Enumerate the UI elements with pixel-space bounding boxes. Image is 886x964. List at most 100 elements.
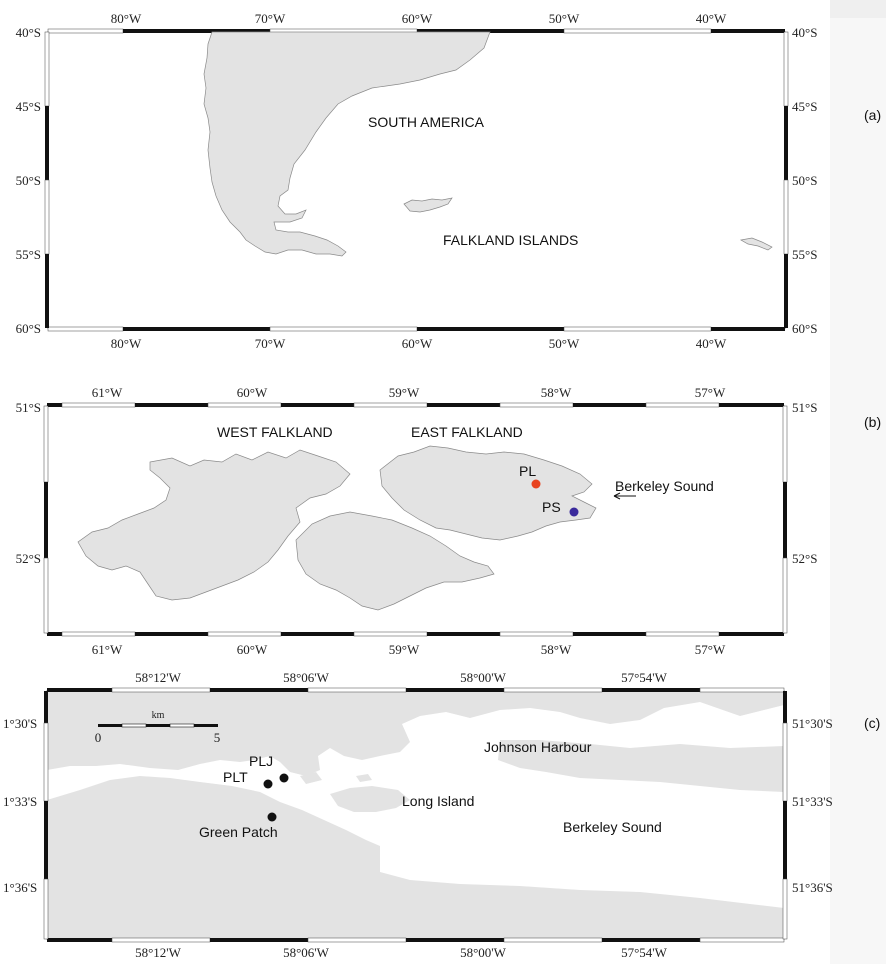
panel-a-lat-tick: 40°S	[16, 25, 41, 40]
panel-b-lat-tick: 52°S	[16, 551, 41, 566]
panel-a-lon-tick: 50°W	[549, 11, 580, 26]
panel-c-lat-tick-left: 1°30'S	[3, 716, 37, 731]
panel-a-lat-tick: 50°S	[16, 173, 41, 188]
panel-a-border-left	[44, 31, 50, 328]
panel-a-lon-tick: 40°W	[696, 11, 727, 26]
panel-b-lon-tick: 61°W	[92, 642, 123, 657]
small-islet	[62, 720, 100, 734]
green-patch-label: Green Patch	[199, 824, 278, 840]
panel-c-lat-tick-left: 1°36'S	[3, 880, 37, 895]
panel-c-lon-tick: 58°06'W	[283, 945, 330, 960]
south-america-label: SOUTH AMERICA	[368, 114, 485, 130]
panel-b-border-bottom	[47, 631, 784, 637]
falkland-islands-label: FALKLAND ISLANDS	[443, 232, 578, 248]
panel-c-border-bottom	[47, 937, 785, 943]
panel-b-lon-tick: 58°W	[541, 385, 572, 400]
small-islet	[356, 774, 372, 782]
long-island-landmass	[330, 786, 410, 812]
panel-c-lon-tick: 58°00'W	[460, 945, 507, 960]
berkeley-sound-arrow	[613, 492, 636, 500]
panel-a: 80°W 70°W 60°W 50°W 40°W 80°W 70°W 60°W …	[16, 11, 882, 351]
panel-a-lon-tick: 50°W	[549, 336, 580, 351]
scale-bar-end: 5	[214, 730, 221, 745]
panel-c-lon-tick: 58°06'W	[283, 670, 330, 685]
west-falkland-label: WEST FALKLAND	[217, 424, 333, 440]
panel-c-border-top	[47, 687, 785, 693]
falkland-islands-shape	[403, 197, 453, 213]
south-georgia-shape	[739, 237, 773, 251]
panel-b-lat-tick: 52°S	[792, 551, 817, 566]
panel-b-lon-tick: 59°W	[389, 642, 420, 657]
berkeley-sound-label: Berkeley Sound	[563, 819, 662, 835]
side-strip	[830, 0, 886, 964]
scale-bar-start: 0	[95, 730, 102, 745]
panel-a-border-right	[783, 31, 789, 328]
panel-a-lon-tick: 80°W	[111, 336, 142, 351]
panel-a-lon-tick: 70°W	[255, 11, 286, 26]
panel-a-lat-tick: 60°S	[16, 321, 41, 336]
panel-b-border-top	[47, 402, 784, 408]
panel-a-lon-tick: 60°W	[402, 336, 433, 351]
panel-c-lon-tick: 58°12'W	[135, 945, 182, 960]
panel-a-label: (a)	[864, 107, 881, 123]
panel-a-lon-tick: 60°W	[402, 11, 433, 26]
panel-b-lon-tick: 61°W	[92, 385, 123, 400]
panel-b-border-right	[782, 405, 788, 634]
west-falkland-landmass	[77, 449, 351, 601]
panel-a-lat-tick: 45°S	[792, 99, 817, 114]
east-falkland-label: EAST FALKLAND	[411, 424, 523, 440]
site-plt-marker	[263, 779, 273, 789]
panel-c: 58°12'W 58°06'W 58°00'W 57°54'W 58°12'W …	[3, 670, 880, 960]
panel-a-border-bottom	[47, 326, 785, 332]
panel-b-lon-tick: 57°W	[695, 385, 726, 400]
lafonia-landmass	[295, 511, 495, 611]
east-falkland-landmass	[379, 445, 597, 541]
berkeley-sound-label: Berkeley Sound	[615, 478, 714, 494]
scale-bar: km 0 5	[95, 710, 221, 745]
northern-shore-landmass	[47, 691, 784, 776]
panel-a-lon-tick: 70°W	[255, 336, 286, 351]
site-plt-label: PLT	[223, 769, 248, 785]
panel-b: 61°W 60°W 59°W 58°W 57°W 61°W 60°W 59°W …	[16, 385, 882, 657]
panel-a-lat-tick: 55°S	[792, 247, 817, 262]
panel-b-lon-tick: 59°W	[389, 385, 420, 400]
panel-c-land	[47, 691, 784, 939]
site-pl-marker	[531, 479, 541, 489]
south-america-landmass	[203, 31, 491, 257]
panel-a-lat-tick: 55°S	[16, 247, 41, 262]
site-pl-label: PL	[519, 463, 536, 479]
johnson-harbour-east-landmass	[498, 740, 784, 792]
panel-a-lat-tick: 60°S	[792, 321, 817, 336]
panel-b-label: (b)	[864, 414, 881, 430]
panel-c-lon-tick: 57°54'W	[621, 670, 668, 685]
scale-bar-unit: km	[152, 710, 165, 721]
site-ps-label: PS	[542, 499, 561, 515]
johnson-harbour-label: Johnson Harbour	[484, 739, 592, 755]
site-ps-marker	[569, 507, 579, 517]
panel-b-lon-tick: 60°W	[237, 642, 268, 657]
side-strip-cap	[830, 0, 886, 18]
panel-a-frame	[47, 31, 786, 329]
site-plj-marker	[279, 773, 289, 783]
long-island-label: Long Island	[402, 793, 474, 809]
panel-c-border-right	[782, 691, 788, 940]
panel-c-lat-tick-right: 51°33'S	[792, 794, 833, 809]
panel-b-border-left	[43, 405, 49, 634]
panel-a-lat-tick: 40°S	[792, 25, 817, 40]
panel-a-lon-tick: 40°W	[696, 336, 727, 351]
panel-a-lat-tick: 50°S	[792, 173, 817, 188]
panel-b-lon-tick: 57°W	[695, 642, 726, 657]
site-green-patch-marker	[267, 812, 277, 822]
panel-c-lon-tick: 58°00'W	[460, 670, 507, 685]
panel-c-lat-tick-right: 51°30'S	[792, 716, 833, 731]
small-islet	[300, 772, 322, 784]
southern-shore-landmass	[47, 776, 784, 939]
panel-c-lat-tick-right: 51°36'S	[792, 880, 833, 895]
panel-b-lat-tick: 51°S	[16, 400, 41, 415]
panel-c-lat-tick-left: 1°33'S	[3, 794, 37, 809]
panel-a-lat-tick: 45°S	[16, 99, 41, 114]
panel-b-lon-tick: 60°W	[237, 385, 268, 400]
panel-b-lat-tick: 51°S	[792, 400, 817, 415]
panel-c-lon-tick: 58°12'W	[135, 670, 182, 685]
